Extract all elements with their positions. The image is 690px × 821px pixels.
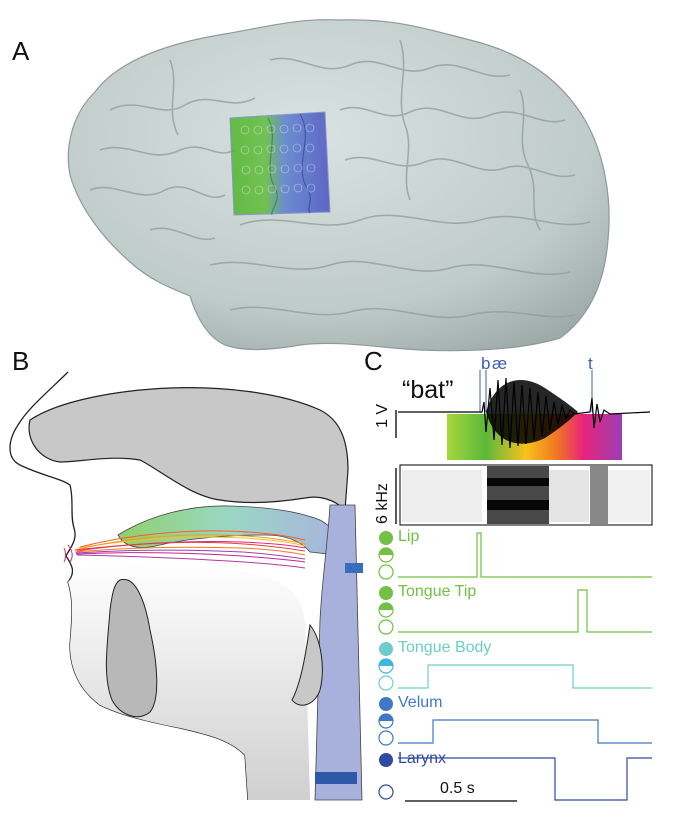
articulator-label-tongue-body: Tongue Body — [398, 639, 492, 656]
brain-illustration — [67, 19, 610, 352]
mandible — [105, 578, 158, 718]
velum-state-icons — [378, 697, 394, 746]
panel-b-label: B — [12, 346, 30, 376]
velum-trace — [398, 719, 652, 744]
lip-trajectory — [63, 544, 73, 563]
larynx-trace — [398, 757, 652, 801]
phoneme-b-label: b — [481, 354, 491, 373]
articulator-label-lip: Lip — [398, 528, 420, 545]
articulator-label-tongue-tip: Tongue Tip — [398, 583, 477, 600]
jaw-region — [68, 560, 310, 800]
brain-surface — [67, 19, 610, 352]
larynx-marker — [315, 772, 357, 784]
phoneme-ae-label: æ — [492, 354, 508, 373]
velum-marker — [345, 563, 363, 573]
trajectory-lines — [74, 530, 306, 569]
lip-state-icons — [378, 531, 394, 580]
lip-trace — [398, 532, 652, 578]
time-scale-label: 0.5 s — [440, 780, 475, 797]
phoneme-t-label: t — [588, 354, 593, 373]
larynx-state-icons — [378, 753, 394, 800]
tongue-body-trace — [398, 664, 652, 689]
khz-scale-label: 6 kHz — [374, 483, 391, 524]
tongue-body-state-icons — [378, 642, 394, 691]
articulator-label-larynx: Larynx — [398, 750, 447, 767]
spectrogram-energy — [402, 466, 650, 524]
tongue-tip-state-icons — [378, 586, 394, 635]
panel-c-label: C — [364, 346, 383, 376]
vocal-tract-diagram — [9, 371, 363, 801]
electrode-grid — [229, 111, 331, 216]
articulator-label-velum: Velum — [398, 694, 443, 711]
acoustic-panel — [378, 370, 653, 802]
volt-scale-label: 1 V — [374, 403, 391, 428]
panel-a-label: A — [12, 36, 30, 66]
epiglottis — [291, 623, 323, 706]
tongue-tip-trace — [398, 589, 652, 633]
hard-palate — [28, 387, 349, 512]
brain-gyri — [89, 39, 591, 319]
word-label: “bat” — [402, 376, 454, 404]
pharynx-column — [314, 504, 363, 801]
